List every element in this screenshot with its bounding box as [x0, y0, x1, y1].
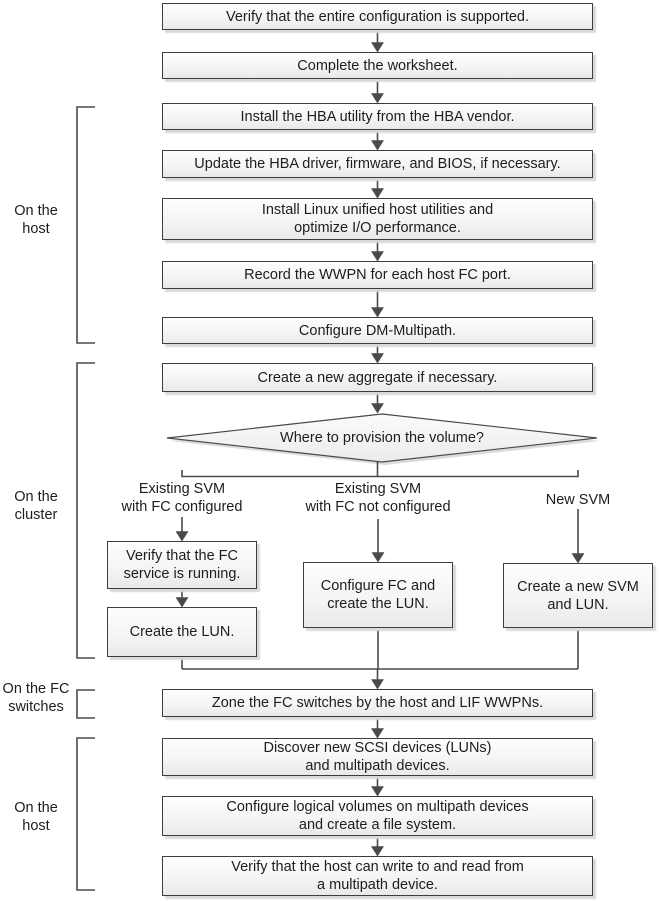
step-record-wwpn: Record the WWPN for each host FC port.: [162, 261, 593, 289]
bracket-on-the-fc-switches: [76, 689, 95, 719]
step-create-aggregate: Create a new aggregate if necessary.: [162, 363, 593, 392]
arrow-logical-volumes-to-verify-rw: [371, 836, 384, 857]
side-label-on-the-cluster: On the cluster: [14, 489, 58, 523]
step-verify-supported: Verify that the entire configuration is …: [162, 3, 593, 30]
branch-label-existing-svm-fc-configured: Existing SVM with FC configured: [121, 481, 243, 515]
arrow-wwpn-to-dm-multipath: [371, 289, 384, 318]
arrow-discover-to-logical-volumes: [371, 776, 384, 797]
arrow-verify-fc-to-create-lun: [175, 589, 189, 608]
side-label-on-the-host-bottom: On the host: [14, 800, 58, 834]
arrow-branch3-label-to-create-svm: [571, 509, 585, 564]
arrow-update-to-host-utilities: [371, 178, 384, 199]
arrow-dm-multipath-to-aggregate: [371, 344, 384, 364]
decision-diamond: [166, 413, 600, 465]
branch-label-existing-svm-fc-not-configured: Existing SVM with FC not configured: [305, 481, 451, 515]
arrow-aggregate-to-decision: [371, 392, 384, 414]
step-discover-devices: Discover new SCSI devices (LUNs) and mul…: [162, 738, 593, 776]
line-branches-join: [181, 628, 579, 670]
arrow-branch2-label-to-configure-fc: [371, 519, 385, 563]
step-configure-logical-volumes: Configure logical volumes on multipath d…: [162, 796, 593, 836]
decision-question: Where to provision the volume?: [280, 430, 484, 446]
step-complete-worksheet: Complete the worksheet.: [162, 52, 593, 79]
side-label-on-the-host-top: On the host: [14, 203, 58, 237]
step-install-hba-utility: Install the HBA utility from the HBA ven…: [162, 103, 593, 130]
side-label-on-the-fc-switches: On the FC switches: [2, 681, 70, 715]
bracket-on-the-host-top: [76, 106, 95, 344]
arrow-branch1-label-to-verify-fc: [175, 517, 189, 542]
step-update-hba: Update the HBA driver, firmware, and BIO…: [162, 150, 593, 178]
branch-label-new-svm: New SVM: [545, 492, 611, 508]
line-decision-to-split: [181, 462, 579, 478]
arrow-zone-to-discover: [371, 717, 384, 739]
step-install-host-utilities: Install Linux unified host utilities and…: [162, 198, 593, 240]
bracket-on-the-host-bottom: [76, 737, 95, 891]
step-create-lun: Create the LUN.: [107, 607, 257, 657]
step-verify-read-write: Verify that the host can write to and re…: [162, 856, 593, 896]
arrow-verify-to-worksheet: [371, 30, 384, 53]
step-configure-fc-create-lun: Configure FC and create the LUN.: [303, 562, 453, 628]
arrow-join-to-zone: [371, 669, 384, 690]
step-create-svm-lun: Create a new SVM and LUN.: [503, 563, 653, 628]
arrow-host-utilities-to-wwpn: [371, 240, 384, 262]
arrow-hba-utility-to-update: [371, 130, 384, 151]
bracket-on-the-cluster: [76, 362, 95, 659]
step-verify-fc-service: Verify that the FC service is running.: [107, 541, 257, 589]
step-zone-switches: Zone the FC switches by the host and LIF…: [162, 689, 593, 717]
step-configure-dm-multipath: Configure DM-Multipath.: [162, 317, 593, 344]
arrow-worksheet-to-hba-utility: [371, 79, 384, 104]
